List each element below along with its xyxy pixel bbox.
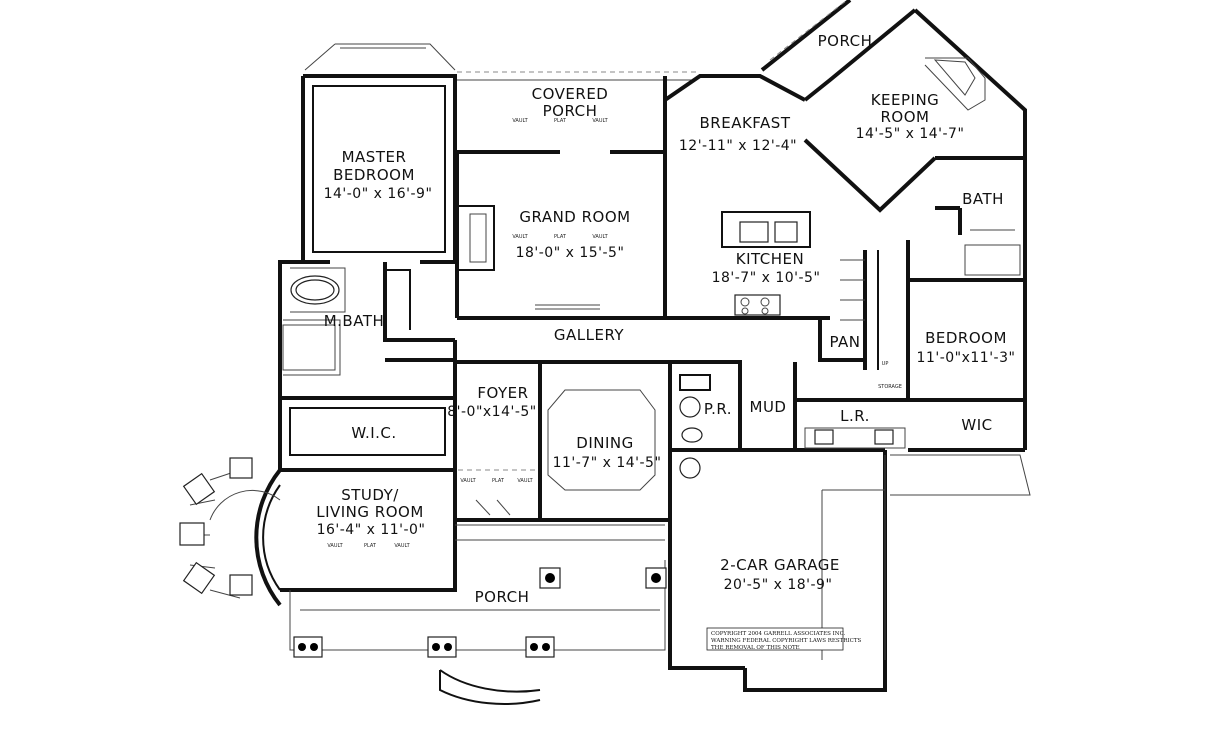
wic-label: WIC — [961, 416, 992, 434]
note-storage: STORAGE — [878, 384, 902, 390]
note-plat: PLAT — [554, 118, 567, 124]
copyright-line-2: WARNING FEDERAL COPYRIGHT LAWS RESTRICTS — [711, 638, 862, 644]
study-size: 16'-4" x 11'-0" — [317, 522, 426, 538]
covered-porch-label-2: PORCH — [543, 102, 598, 120]
pr-label: P.R. — [704, 400, 732, 418]
note-vault-5: VAULT — [327, 543, 343, 549]
bath-label: BATH — [962, 190, 1004, 208]
copyright-note: COPYRIGHT 2004 GARRELL ASSOCIATES INC. W… — [706, 627, 862, 651]
copyright-line-1: COPYRIGHT 2004 GARRELL ASSOCIATES INC. — [711, 631, 846, 637]
keeping-room-label-2: ROOM — [881, 108, 930, 126]
master-bedroom-label-2: BEDROOM — [333, 166, 415, 184]
keeping-room-label-1: KEEPING — [871, 91, 940, 109]
master-bedroom-label-1: MASTER — [342, 148, 407, 166]
room-labels: COVERED PORCH MASTER BEDROOM 14'-0" x 16… — [316, 32, 1015, 606]
mud-label: MUD — [750, 398, 787, 416]
breakfast-size: 12'-11" x 12'-4" — [679, 138, 797, 154]
note-plat-4: PLAT — [492, 478, 505, 484]
kitchen-size: 18'-7" x 10'-5" — [712, 270, 821, 286]
keeping-room-size: 14'-5" x 14'-7" — [856, 126, 965, 142]
dining-label: DINING — [576, 434, 633, 452]
small-notes: VAULT PLAT VAULT VAULT PLAT VAULT UP STO… — [327, 118, 902, 549]
note-plat-3: PLAT — [364, 543, 377, 549]
lr-label: L.R. — [840, 407, 870, 425]
note-vault-4: VAULT — [592, 234, 608, 240]
bedroom-size: 11'-0"x11'-3" — [917, 350, 1016, 366]
garage-label: 2-CAR GARAGE — [720, 556, 840, 574]
copyright-line-3: THE REMOVAL OF THIS NOTE — [711, 645, 800, 651]
note-vault-6: VAULT — [394, 543, 410, 549]
master-bedroom-size: 14'-0" x 16'-9" — [324, 186, 433, 202]
covered-porch-label-1: COVERED — [532, 85, 609, 103]
master-wic-label: W.I.C. — [351, 424, 396, 442]
bedroom-label: BEDROOM — [925, 329, 1007, 347]
foyer-size: 8'-0"x14'-5" — [447, 404, 537, 420]
dining-size: 11'-7" x 14'-5" — [553, 455, 662, 471]
walls — [179, 0, 1031, 705]
note-plat-2: PLAT — [554, 234, 567, 240]
porch-top-label: PORCH — [818, 32, 873, 50]
pan-label: PAN — [829, 333, 860, 351]
front-porch-label: PORCH — [475, 588, 530, 606]
grand-room-size: 18'-0" x 15'-5" — [516, 245, 625, 261]
note-vault-2: VAULT — [592, 118, 608, 124]
kitchen-label: KITCHEN — [736, 250, 805, 268]
study-label-1: STUDY/ — [341, 486, 399, 504]
grand-room-label: GRAND ROOM — [519, 208, 630, 226]
gallery-label: GALLERY — [554, 326, 625, 344]
garage-size: 20'-5" x 18'-9" — [724, 577, 833, 593]
note-vault: VAULT — [512, 118, 528, 124]
note-vault-7: VAULT — [460, 478, 476, 484]
study-label-2: LIVING ROOM — [316, 503, 424, 521]
note-vault-3: VAULT — [512, 234, 528, 240]
breakfast-label: BREAKFAST — [700, 114, 791, 132]
foyer-label: FOYER — [477, 384, 528, 402]
m-bath-label: M.BATH — [324, 312, 385, 330]
note-vault-8: VAULT — [517, 478, 533, 484]
note-up: UP — [882, 361, 889, 367]
